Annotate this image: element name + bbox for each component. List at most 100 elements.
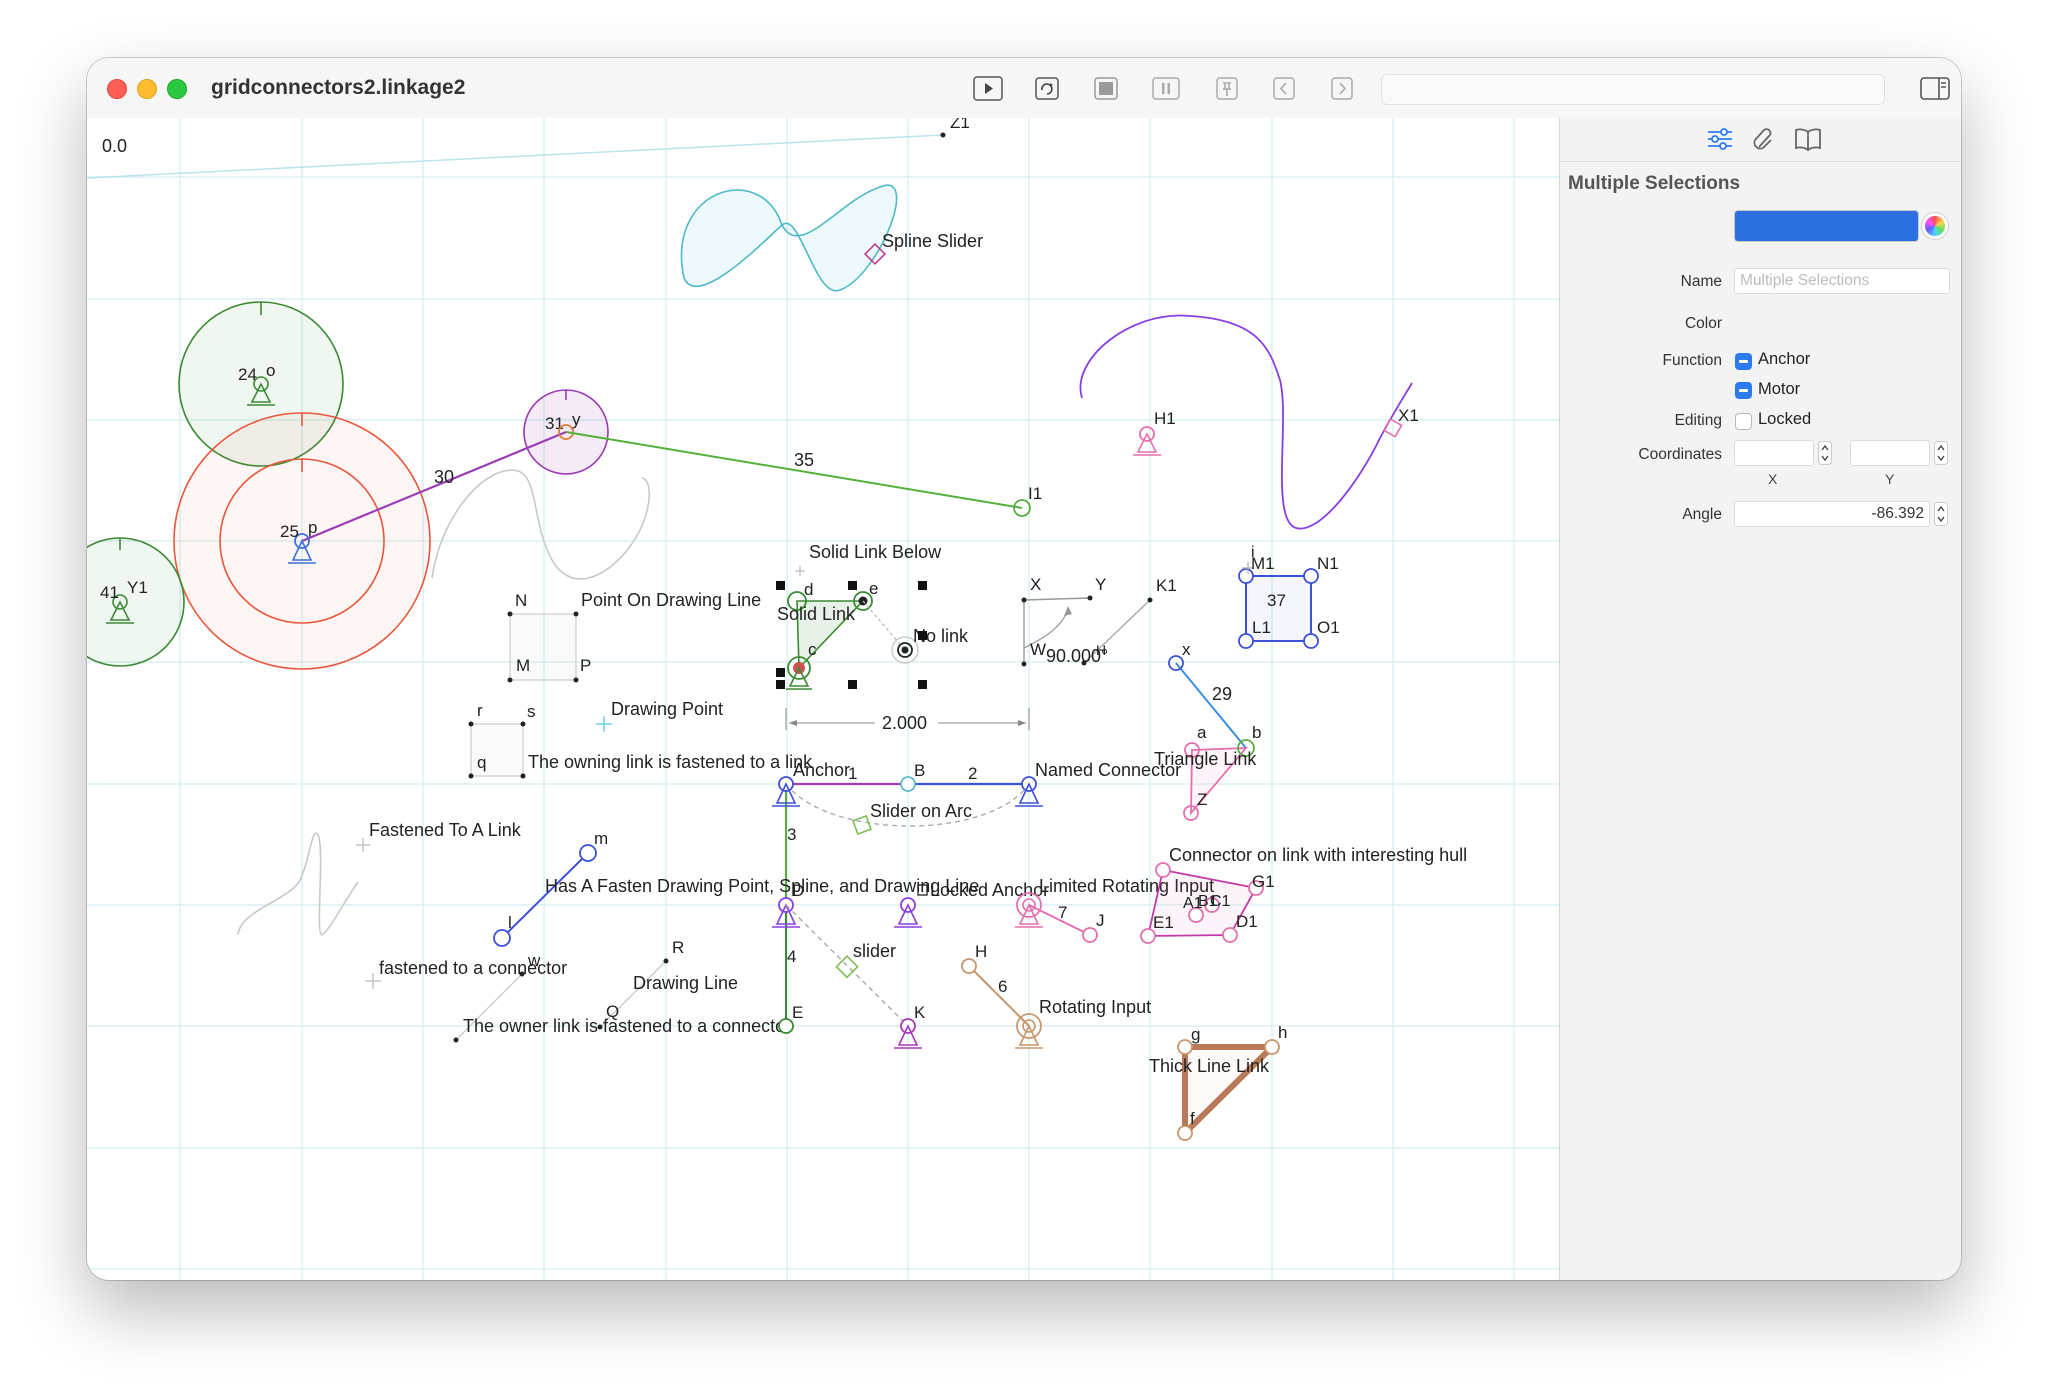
paperclip-icon[interactable]	[1750, 126, 1778, 152]
sliders-icon[interactable]	[1706, 126, 1734, 152]
label-q-upper: Q	[606, 1002, 619, 1021]
grid	[87, 118, 1559, 1280]
pin-button[interactable]	[1212, 76, 1242, 101]
link-6[interactable]	[968, 965, 1030, 1027]
label-l: l	[508, 913, 512, 932]
spline-figure-eight[interactable]	[680, 184, 898, 292]
sidebar-toggle-button[interactable]	[1920, 76, 1950, 101]
angle-field[interactable]: -86.392	[1734, 501, 1930, 527]
label-j: J	[1096, 911, 1105, 930]
toolbar-search-field[interactable]	[1381, 74, 1885, 105]
x-stepper[interactable]	[1818, 441, 1832, 465]
pin-icon	[1223, 82, 1231, 96]
label-c: c	[808, 640, 817, 659]
label-i-small: i	[1251, 544, 1255, 561]
window-title: gridconnectors2.linkage2	[211, 76, 466, 99]
label-l1: L1	[1252, 618, 1271, 637]
step-back-button[interactable]	[1269, 76, 1299, 101]
label-d: d	[804, 580, 813, 599]
triangle-link[interactable]	[1190, 747, 1249, 816]
motor-checkbox[interactable]	[1735, 382, 1752, 399]
function-label: Function	[1662, 352, 1722, 369]
gear-41[interactable]	[87, 537, 185, 667]
link-30[interactable]	[301, 430, 567, 543]
label-35: 35	[794, 450, 814, 470]
stop-button[interactable]	[1091, 76, 1121, 101]
link-37[interactable]	[1245, 575, 1312, 642]
inspector-panel: Multiple Selections Name Multiple Select…	[1559, 118, 1961, 1280]
color-well[interactable]	[1734, 210, 1919, 242]
label-z1: Z1	[950, 118, 970, 132]
y-coordinate-field[interactable]	[1850, 440, 1930, 466]
color-wheel-icon[interactable]	[1922, 213, 1948, 239]
locked-checkbox[interactable]	[1735, 413, 1752, 430]
name-field-placeholder: Multiple Selections	[1740, 272, 1870, 289]
label-31: 31	[545, 414, 564, 433]
label-d1: D1	[1236, 912, 1258, 931]
label-a: a	[1197, 723, 1207, 742]
thick-line-link[interactable]	[1182, 1044, 1275, 1136]
label-g1: G1	[1252, 872, 1275, 891]
label-3: 3	[787, 825, 796, 844]
label-anchor: Anchor	[793, 760, 850, 780]
y-stepper[interactable]	[1934, 441, 1948, 465]
anchor-checkbox[interactable]	[1735, 353, 1752, 370]
label-25: 25	[280, 522, 299, 541]
purple-spline	[1079, 314, 1413, 530]
label-37: 37	[1267, 591, 1286, 610]
label-fastened-to-a-link: Fastened To A Link	[369, 820, 522, 840]
label-m-small: m	[594, 829, 608, 848]
label-thick-line-link: Thick Line Link	[1149, 1056, 1270, 1076]
zoom-window-button[interactable]	[167, 79, 187, 99]
x1-slider[interactable]	[1382, 417, 1403, 438]
name-label: Name	[1680, 273, 1722, 290]
linkage-drawing[interactable]: 0.0 Z1 Spline Slider 24 o	[87, 118, 1559, 1280]
slider-handle[interactable]	[835, 954, 859, 979]
label-29: 29	[1212, 684, 1232, 704]
x-coordinate-field[interactable]	[1734, 440, 1814, 466]
solid-link[interactable]	[796, 600, 865, 670]
label-y-upper: Y	[1095, 575, 1106, 594]
label-24: 24	[238, 365, 257, 384]
pause-button[interactable]	[1151, 76, 1181, 101]
label-k: K	[914, 1003, 926, 1022]
link-7[interactable]	[1028, 904, 1091, 936]
drawing-square-nmp	[509, 613, 577, 681]
redo-step-button[interactable]	[1032, 76, 1062, 101]
label-x-small: x	[1182, 640, 1191, 659]
link-lm[interactable]	[501, 852, 589, 939]
linkage-canvas[interactable]: 0.0 Z1 Spline Slider 24 o	[87, 118, 1559, 1280]
drawing-point-marker[interactable]	[596, 716, 612, 732]
book-icon[interactable]	[1794, 126, 1822, 152]
locked-checkbox-label: Locked	[1758, 410, 1812, 428]
label-r: r	[477, 701, 483, 720]
play-icon	[985, 83, 993, 94]
spline-slider-handle[interactable]	[863, 242, 887, 266]
label-k1: K1	[1156, 576, 1177, 595]
label-h-small: H	[1096, 642, 1106, 658]
label-point-on-drawing-line: Point On Drawing Line	[581, 590, 761, 610]
selection-handles[interactable]	[776, 581, 927, 689]
label-s: s	[527, 702, 536, 721]
label-g: g	[1191, 1025, 1200, 1044]
label-6: 6	[998, 977, 1007, 996]
coordinates-label: Coordinates	[1638, 446, 1722, 463]
angle-stepper[interactable]	[1934, 502, 1948, 526]
step-forward-button[interactable]	[1327, 76, 1357, 101]
label-e-upper: E	[792, 1003, 803, 1022]
label-b: b	[1252, 723, 1261, 742]
play-button[interactable]	[973, 76, 1003, 101]
link-35[interactable]	[565, 431, 1023, 509]
minimize-window-button[interactable]	[137, 79, 157, 99]
name-field[interactable]: Multiple Selections	[1734, 268, 1950, 294]
label-drawing-point: Drawing Point	[611, 699, 723, 719]
slider-on-arc-handle[interactable]	[852, 815, 872, 835]
color-label: Color	[1684, 315, 1722, 332]
y-sublabel: Y	[1885, 471, 1895, 487]
label-n1: N1	[1317, 554, 1339, 573]
label-owner-fastened-connector: The owner link is fastened to a connecto…	[463, 1016, 791, 1036]
label-b-upper: B	[914, 761, 925, 780]
label-q: q	[477, 753, 486, 772]
link-29[interactable]	[1175, 662, 1247, 749]
close-window-button[interactable]	[107, 79, 127, 99]
